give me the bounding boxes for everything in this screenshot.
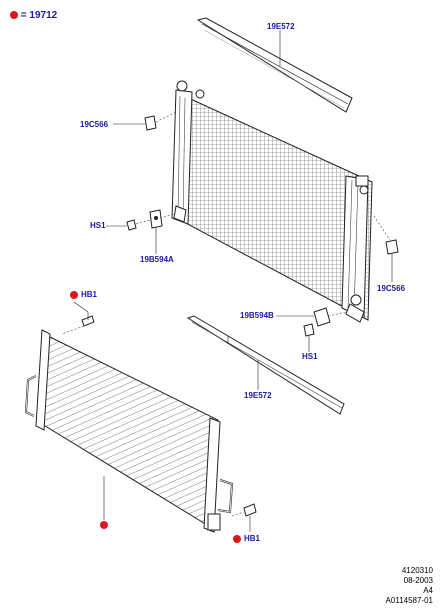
label-bracket-right-lower: 19C566 (377, 284, 406, 293)
radiator (171, 80, 373, 323)
label-hb1-top: HB1 (81, 290, 98, 299)
upper-air-deflector (196, 17, 353, 113)
label-cover-bottom: 19E572 (244, 391, 272, 400)
label-bolt-left: HS1 (90, 221, 106, 230)
label-cover-top: 19E572 (267, 22, 295, 31)
legend-marker (10, 11, 18, 20)
marker-condenser (100, 521, 108, 529)
marker-hb1-bottom (233, 535, 241, 543)
lower-air-deflector (186, 315, 345, 415)
label-bracket-left: 19B594A (140, 255, 174, 264)
condenser-clip-lower (231, 503, 257, 532)
condenser-clip-upper (61, 301, 95, 335)
radiator-lower-bracket-right (276, 307, 347, 352)
label-bracket-right: 19B594B (240, 311, 274, 320)
footer-ref-2: A0114587-01 (385, 596, 433, 605)
legend: = 19712 (10, 10, 57, 22)
radiator-lower-bracket-left (106, 209, 175, 254)
label-bracket-upper: 19C566 (80, 120, 109, 129)
footer-date: 08-2003 (403, 576, 433, 585)
radiator-upper-bracket-left (113, 111, 177, 131)
footer-sheet: A4 (423, 586, 433, 595)
footer-ref-1: 4120310 (401, 566, 433, 575)
label-bolt-right: HS1 (302, 352, 318, 361)
radiator-bracket-right (373, 215, 399, 282)
marker-hb1-top (70, 291, 78, 299)
ac-condenser (24, 329, 234, 533)
label-hb1-bottom: HB1 (244, 534, 261, 543)
legend-text: = 19712 (20, 10, 58, 21)
